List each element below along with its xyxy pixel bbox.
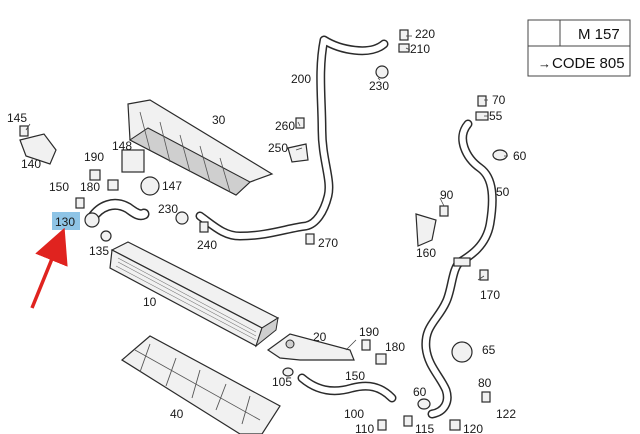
bracket-20 [266, 333, 355, 361]
label-190-top: 190 [84, 150, 104, 164]
callout-labels: 220 210 230 200 70 55 60 145 140 30 260 … [7, 27, 527, 434]
label-240: 240 [197, 238, 217, 252]
label-180-top: 180 [80, 180, 100, 194]
label-90: 90 [440, 188, 454, 202]
label-120: 120 [463, 422, 483, 434]
label-260: 260 [275, 119, 295, 133]
pipe-200 [195, 35, 389, 241]
code-label: CODE 805 [552, 55, 625, 72]
label-250: 250 [268, 141, 288, 155]
label-150-top: 150 [49, 180, 69, 194]
label-70: 70 [492, 93, 506, 107]
header-box: M 157 → CODE 805 [527, 19, 631, 77]
label-210: 210 [410, 42, 430, 56]
label-30: 30 [212, 113, 226, 127]
label-160: 160 [416, 246, 436, 260]
air-duct-cover [127, 99, 274, 196]
label-65: 65 [482, 343, 496, 357]
arrow-glyph: → [538, 56, 551, 71]
pipe-100 [297, 373, 397, 403]
label-20: 20 [313, 330, 327, 344]
engine-model-label: M 157 [578, 26, 620, 43]
label-170: 170 [480, 288, 500, 302]
label-230-top: 230 [369, 79, 389, 93]
label-100: 100 [344, 407, 364, 421]
pipe-50 [421, 119, 497, 419]
label-50: 50 [496, 185, 510, 199]
label-270: 270 [318, 236, 338, 250]
label-190-bottom: 190 [359, 325, 379, 339]
label-147: 147 [162, 179, 182, 193]
label-80: 80 [478, 376, 492, 390]
label-200: 200 [291, 72, 311, 86]
label-122: 122 [496, 407, 516, 421]
leader-lines [25, 35, 508, 351]
label-130: 130 [55, 215, 75, 229]
label-230-mid: 230 [158, 202, 178, 216]
red-pointer-arrow [30, 227, 68, 309]
label-10: 10 [143, 295, 157, 309]
label-115: 115 [415, 422, 434, 434]
label-180-bottom: 180 [385, 340, 405, 354]
label-60-bottom: 60 [413, 385, 427, 399]
intercooler [109, 241, 280, 348]
label-55: 55 [489, 109, 503, 123]
label-220: 220 [415, 27, 435, 41]
label-145: 145 [7, 111, 27, 125]
label-105: 105 [272, 375, 292, 389]
highlight-box [52, 212, 80, 230]
hose-130 [84, 198, 150, 228]
label-40: 40 [170, 407, 184, 421]
label-148: 148 [112, 139, 132, 153]
label-60-top: 60 [513, 149, 527, 163]
lower-shroud [120, 335, 281, 434]
label-110: 110 [355, 422, 374, 434]
label-150-bottom: 150 [345, 369, 365, 383]
label-140: 140 [21, 157, 41, 171]
label-135: 135 [89, 244, 109, 258]
